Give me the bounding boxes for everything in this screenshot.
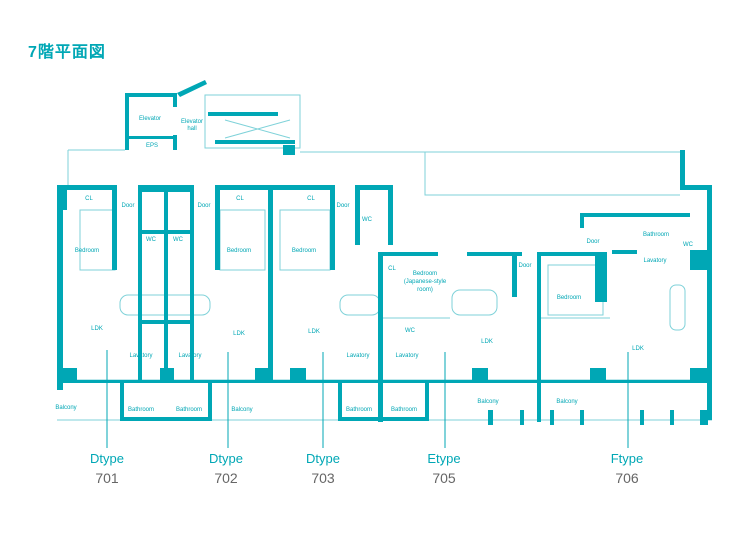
room-label: Balcony: [556, 399, 577, 405]
room-label: Bathroom: [643, 232, 669, 238]
room-label: LDK: [632, 346, 644, 352]
room-label: Bathroom: [391, 407, 417, 413]
room-label: LDK: [91, 326, 103, 332]
page-title: 7階平面図: [28, 44, 106, 61]
room-label: WC: [683, 242, 694, 248]
room-label: Door: [518, 263, 531, 269]
room-label: Bathroom: [176, 407, 202, 413]
unit-labels: Dtype 701 Dtype 702 Dtype 703 Etype 705 …: [90, 350, 643, 486]
room-label: Lavatory: [395, 353, 418, 359]
room-labels: CL CL CL CL Door Door Door Door Door WC …: [55, 196, 693, 413]
room-label: Balcony: [477, 399, 498, 405]
room-label: Door: [336, 203, 349, 209]
room-label: LDK: [233, 331, 245, 337]
room-label: Bedroom: [75, 248, 99, 254]
elevator-label: Elevator: [139, 116, 161, 122]
unit-number: 702: [214, 470, 238, 486]
room-label: CL: [388, 266, 396, 272]
eps-label: EPS: [146, 143, 158, 149]
room-label: Lavatory: [346, 353, 369, 359]
room-label: Bathroom: [346, 407, 372, 413]
room-label: Bathroom: [128, 407, 154, 413]
room-label: CL: [85, 196, 93, 202]
room-label: WC: [146, 237, 157, 243]
unit-type: Ftype: [611, 451, 644, 466]
unit-type: Dtype: [306, 451, 340, 466]
elevator-hall-label-2: hall: [187, 126, 196, 132]
room-label: WC: [173, 237, 184, 243]
room-label: Bedroom: [413, 271, 437, 277]
room-label: CL: [236, 196, 244, 202]
room-label: Balcony: [55, 405, 76, 411]
room-label: LDK: [308, 329, 320, 335]
unit-type: Dtype: [209, 451, 243, 466]
elevator-hall-label: Elevator: [181, 119, 203, 125]
room-label: Lavatory: [178, 353, 201, 359]
walls: [57, 80, 712, 425]
room-label: WC: [405, 328, 416, 334]
room-label: Door: [586, 239, 599, 245]
room-label: Bedroom: [227, 248, 251, 254]
room-label: CL: [307, 196, 315, 202]
room-label: Bedroom: [292, 248, 316, 254]
unit-number: 706: [615, 470, 639, 486]
unit-number: 705: [432, 470, 456, 486]
room-label: (Japanese-style: [404, 279, 447, 285]
unit-number: 703: [311, 470, 335, 486]
room-label: Lavatory: [129, 353, 152, 359]
room-label: Balcony: [231, 407, 252, 413]
room-label: WC: [362, 217, 373, 223]
unit-number: 701: [95, 470, 119, 486]
room-label: room): [417, 287, 433, 293]
unit-type: Dtype: [90, 451, 124, 466]
room-label: Bedroom: [557, 295, 581, 301]
room-label: Lavatory: [643, 258, 666, 264]
room-label: Door: [197, 203, 210, 209]
unit-type: Etype: [427, 451, 460, 466]
room-label: LDK: [481, 339, 493, 345]
room-label: Door: [121, 203, 134, 209]
